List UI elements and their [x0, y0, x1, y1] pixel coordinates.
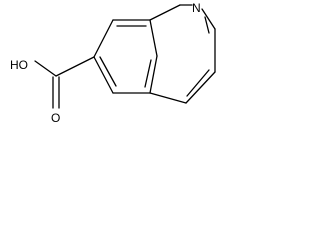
bond [201, 8, 216, 30]
bond [93, 56, 114, 94]
bond [149, 19, 158, 57]
hydroxyl-label: HO [10, 58, 28, 72]
carbonyl-oxygen-label: O [51, 111, 60, 125]
benzene-ring [93, 19, 158, 94]
double-bond-inner [99, 56, 117, 87]
bond [149, 4, 181, 21]
nitrogen-atom-label: N [192, 1, 201, 15]
bond [93, 19, 114, 58]
double-bond-inner [144, 59, 152, 88]
pyridine-ring [149, 4, 216, 104]
bond [34, 60, 57, 77]
bond [149, 55, 158, 94]
double-bond-inner [186, 69, 210, 97]
double-bond-inner [204, 16, 210, 34]
quinoline-carboxylic-acid-structure: N HO O [10, 1, 216, 125]
carboxyl-group [34, 56, 95, 109]
bond [149, 92, 187, 104]
bond [55, 56, 95, 77]
bond [185, 71, 216, 104]
